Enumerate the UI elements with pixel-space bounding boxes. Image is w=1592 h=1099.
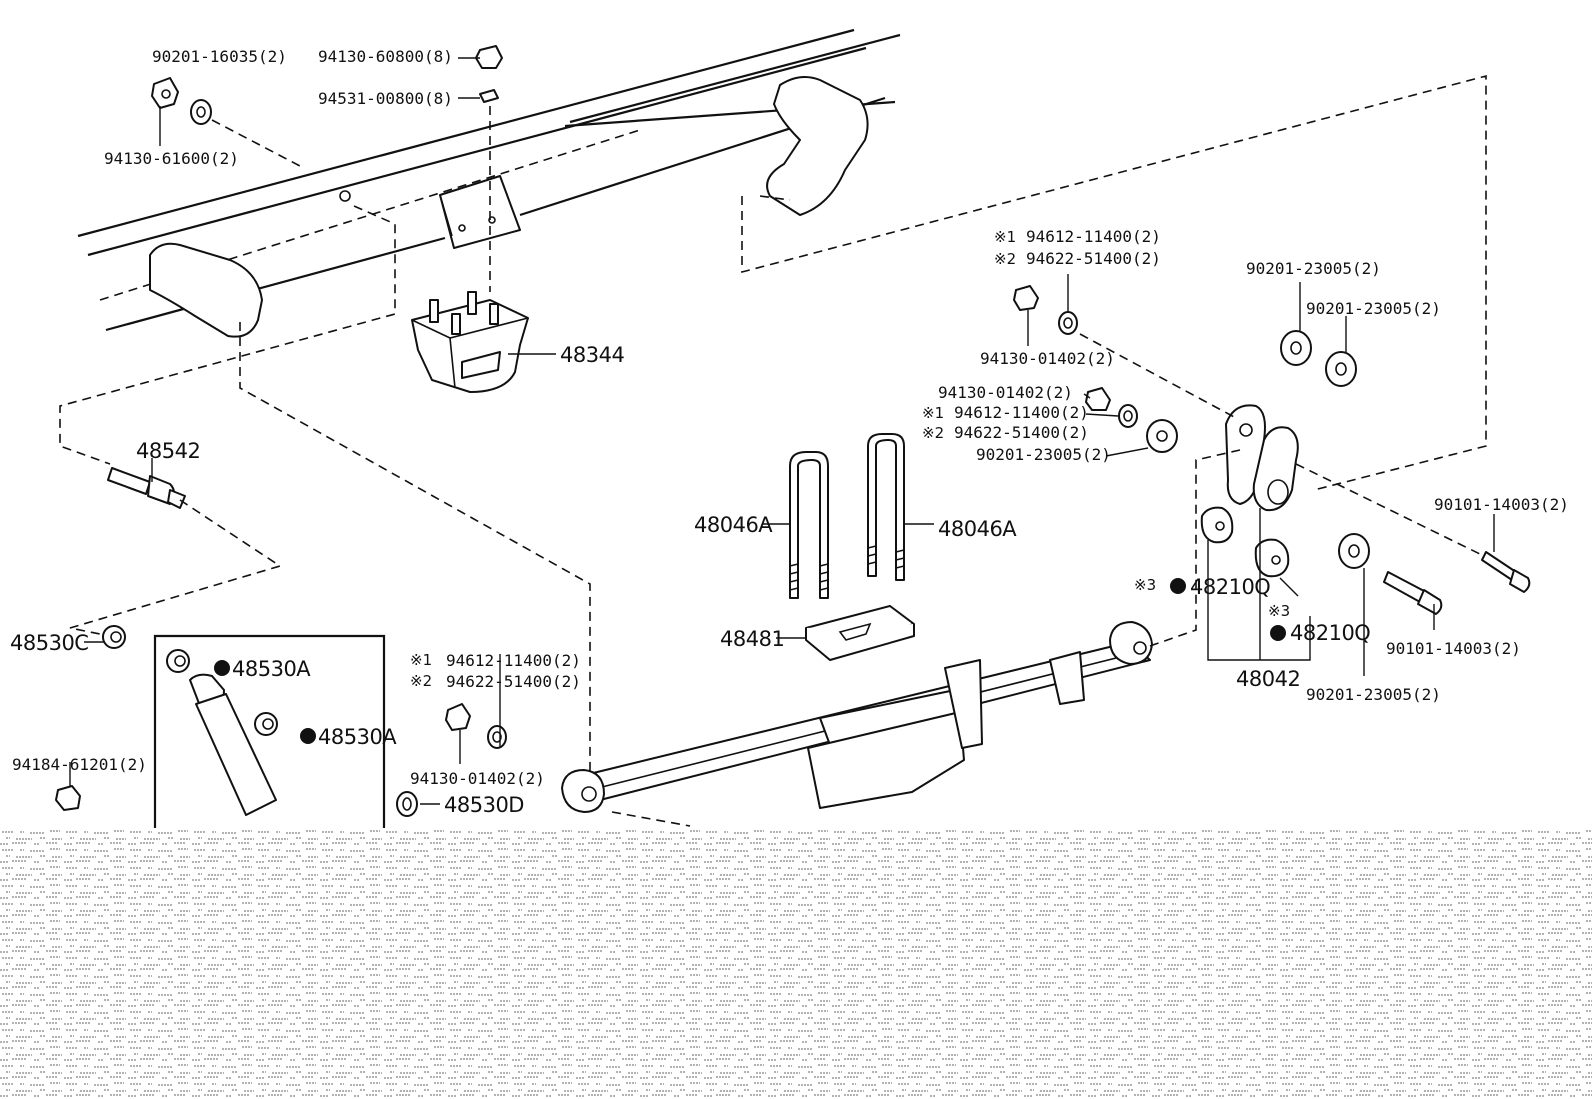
label-90101-14003-right[interactable]: 90101-14003(2) (1434, 495, 1569, 514)
marker-dot (214, 660, 230, 676)
marker-dot (1170, 578, 1186, 594)
u-bolt-48046A-left[interactable] (789, 451, 829, 599)
label-90201-23005-a[interactable]: 90201-23005(2) (1246, 259, 1381, 278)
bushing-48530A-upper[interactable] (166, 649, 190, 673)
bushing-48530C[interactable] (102, 625, 126, 649)
washer-94612-upper[interactable] (1058, 311, 1078, 335)
label-48046A-left[interactable]: 48046A (694, 513, 774, 537)
spring-bracket (439, 175, 521, 249)
part-labels: 90201-16035(2) 94130-60800(8) 94531-0080… (10, 47, 1569, 817)
nut-94130-01402-mid[interactable] (1085, 387, 1111, 411)
scan-noise-band (0, 828, 1592, 1099)
bump-stopper-48344[interactable] (411, 291, 529, 393)
label-94130-01402-mid[interactable]: 94130-01402(2) (938, 383, 1073, 402)
washer-94612-lower[interactable] (487, 725, 507, 749)
plate-90201-23005-bottom[interactable] (1338, 533, 1370, 569)
label-48530C[interactable]: 48530C (10, 631, 89, 655)
bushing-48530A-lower[interactable] (254, 712, 278, 736)
label-48344[interactable]: 48344 (560, 343, 625, 367)
shackle-48042[interactable] (1225, 404, 1299, 512)
washer-94612-mid[interactable] (1118, 404, 1138, 428)
label-48530A-upper[interactable]: 48530A (232, 657, 312, 681)
leader-lines (69, 57, 1495, 805)
frame-hole (339, 190, 351, 202)
bushing-48210Q-right[interactable] (1254, 538, 1290, 578)
washer-94531-00800[interactable] (479, 89, 499, 103)
label-94622-51400-upper[interactable]: 94622-51400(2) (1026, 249, 1161, 268)
label-90201-23005-b[interactable]: 90201-23005(2) (1306, 299, 1441, 318)
bolt-90101-14003-bottom[interactable] (1383, 571, 1443, 615)
label-90201-23005-mid[interactable]: 90201-23005(2) (976, 445, 1111, 464)
note-mark-1: ※1 (922, 404, 944, 422)
label-48046A-right[interactable]: 48046A (938, 517, 1018, 541)
label-94622-51400-mid[interactable]: 94622-51400(2) (954, 423, 1089, 442)
label-48542[interactable]: 48542 (136, 439, 201, 463)
u-bolt-48046A-right[interactable] (867, 433, 905, 581)
label-94184-61201[interactable]: 94184-61201(2) (12, 755, 147, 774)
marker-dot (300, 728, 316, 744)
label-94130-01402-upper[interactable]: 94130-01402(2) (980, 349, 1115, 368)
leaf-spring (561, 621, 1153, 813)
shackle-pin-48542[interactable] (107, 467, 186, 509)
label-94130-60800[interactable]: 94130-60800(8) (318, 47, 453, 66)
nut-94130-61600[interactable] (151, 77, 179, 109)
nut-94184-61201[interactable] (55, 785, 81, 811)
label-90101-14003-bottom[interactable]: 90101-14003(2) (1386, 639, 1521, 658)
label-90201-23005-bottom[interactable]: 90201-23005(2) (1306, 685, 1441, 704)
note-mark-1: ※1 (410, 651, 432, 669)
label-94612-11400-lower[interactable]: 94612-11400(2) (446, 651, 581, 670)
bolt-90101-14003-right[interactable] (1481, 551, 1531, 593)
label-48530D[interactable]: 48530D (444, 793, 524, 817)
bushing-48210Q-left[interactable] (1200, 506, 1234, 544)
frame-rail (77, 28, 901, 338)
label-94612-11400-upper[interactable]: 94612-11400(2) (1026, 227, 1161, 246)
spring-seat-48481[interactable] (805, 605, 915, 661)
bushing-48530D[interactable] (396, 791, 418, 817)
plate-90201-23005-b[interactable] (1325, 351, 1357, 387)
marker-dot (1270, 625, 1286, 641)
label-48530A-lower[interactable]: 48530A (318, 725, 398, 749)
label-94612-11400-mid[interactable]: 94612-11400(2) (954, 403, 1089, 422)
label-90201-16035[interactable]: 90201-16035(2) (152, 47, 287, 66)
label-94130-01402-lower[interactable]: 94130-01402(2) (410, 769, 545, 788)
label-48210Q-left[interactable]: 48210Q (1190, 575, 1271, 599)
label-48042[interactable]: 48042 (1236, 667, 1301, 691)
note-mark-3: ※3 (1134, 576, 1156, 594)
label-94622-51400-lower[interactable]: 94622-51400(2) (446, 672, 581, 691)
note-mark-2: ※2 (410, 672, 432, 690)
note-mark-2: ※2 (922, 424, 944, 442)
note-mark-1: ※1 (994, 228, 1016, 246)
label-48481[interactable]: 48481 (720, 627, 785, 651)
shock-absorber-box (153, 634, 386, 828)
label-48210Q-right[interactable]: 48210Q (1290, 621, 1371, 645)
shock-absorber-body (189, 673, 277, 816)
washer-90201-16035[interactable] (190, 99, 212, 125)
note-mark-3: ※3 (1268, 602, 1290, 620)
label-94531-00800[interactable]: 94531-00800(8) (318, 89, 453, 108)
plate-90201-23005-mid[interactable] (1146, 419, 1178, 453)
nut-94130-01402-upper[interactable] (1013, 285, 1039, 311)
plate-90201-23005-a[interactable] (1280, 330, 1312, 366)
assembly-lines (59, 74, 1487, 827)
nut-94130-60800[interactable] (475, 45, 503, 69)
nut-94130-01402-lower[interactable] (445, 703, 471, 731)
label-94130-61600[interactable]: 94130-61600(2) (104, 149, 239, 168)
note-mark-2: ※2 (994, 250, 1016, 268)
